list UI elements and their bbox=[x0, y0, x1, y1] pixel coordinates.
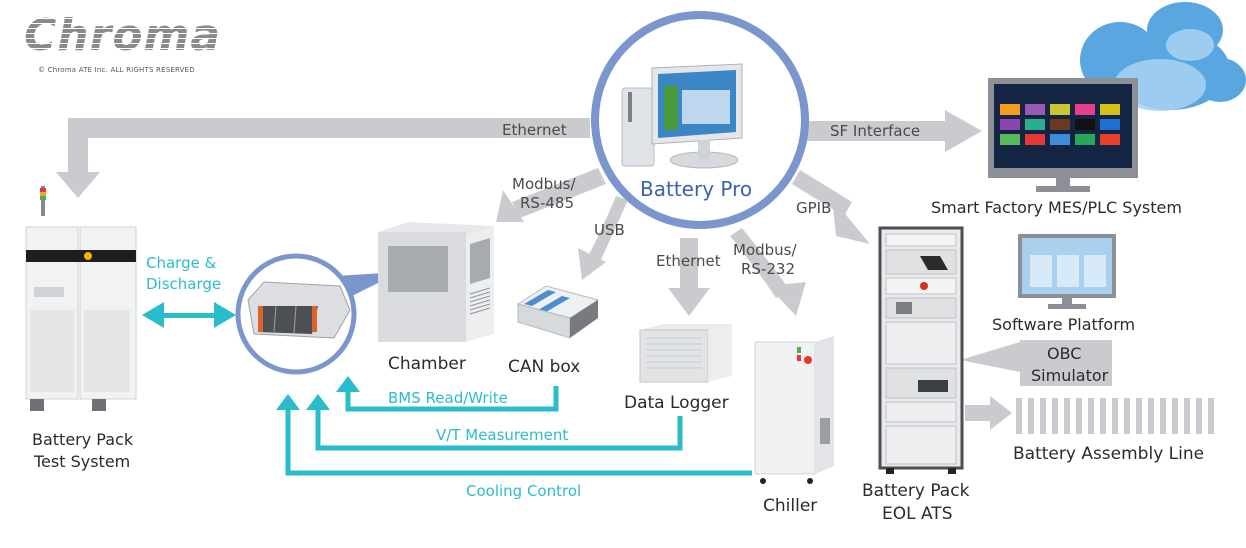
arrow-gpib bbox=[792, 170, 870, 244]
mes-label: Smart Factory MES/PLC System bbox=[931, 198, 1182, 217]
assembly-line-label: Battery Assembly Line bbox=[1013, 444, 1205, 464]
arrow-ethernet-logger bbox=[668, 238, 710, 316]
arrowhead-cooling bbox=[276, 394, 300, 410]
cooling-control-label: Cooling Control bbox=[466, 482, 582, 500]
arrow-charge-discharge bbox=[142, 302, 236, 328]
arrow-usb bbox=[578, 196, 628, 280]
eol-ats-label-2: EOL ATS bbox=[882, 504, 953, 524]
obc-callout-pointer bbox=[960, 342, 1020, 372]
line-cooling-control bbox=[285, 408, 752, 476]
desktop-computer-icon bbox=[621, 63, 743, 169]
arrow-sf-interface bbox=[805, 110, 982, 152]
line-vt-measurement bbox=[315, 408, 683, 451]
test-system-label-1: Battery Pack bbox=[32, 430, 134, 449]
cloud-monitor-icon bbox=[988, 2, 1246, 192]
sf-interface-label: SF Interface bbox=[830, 122, 921, 140]
battery-pack-icon bbox=[247, 281, 351, 339]
charge-label-2: Discharge bbox=[146, 275, 222, 293]
obc-simulator-box bbox=[1020, 340, 1112, 386]
arrow-modbus-485 bbox=[496, 168, 606, 222]
chamber-label: Chamber bbox=[388, 354, 466, 374]
test-cabinet-icon bbox=[25, 186, 137, 411]
arrow-assembly-line bbox=[965, 396, 1012, 430]
arrow-ethernet-test-system bbox=[56, 118, 590, 198]
software-platform-label: Software Platform bbox=[992, 315, 1136, 334]
arrow-modbus-232 bbox=[730, 228, 806, 316]
copyright-text: © Chroma ATE Inc. ALL RIGHTS RESERVED bbox=[38, 66, 195, 74]
battery-pro-label: Battery Pro bbox=[640, 177, 753, 201]
arrowhead-vt bbox=[306, 394, 330, 410]
modbus-485-label-2: RS-485 bbox=[520, 194, 574, 212]
assembly-line-bars bbox=[1016, 398, 1214, 434]
ethernet-top-label: Ethernet bbox=[502, 121, 567, 139]
chamber-icon bbox=[378, 222, 494, 342]
line-bms-read-write bbox=[345, 386, 559, 412]
eol-ats-label-1: Battery Pack bbox=[862, 481, 970, 501]
chiller-label: Chiller bbox=[763, 496, 818, 516]
arrowhead-bms bbox=[336, 376, 360, 392]
modbus-485-label-1: Modbus/ bbox=[512, 175, 576, 193]
can-box-label: CAN box bbox=[508, 357, 581, 377]
test-system-label-2: Test System bbox=[34, 452, 131, 471]
gpib-label: GPIB bbox=[796, 199, 832, 217]
chiller-icon bbox=[754, 336, 834, 484]
usb-label: USB bbox=[594, 221, 625, 239]
data-logger-icon bbox=[639, 324, 732, 383]
obc-label-1: OBC bbox=[1047, 344, 1082, 363]
modbus-232-label-1: Modbus/ bbox=[733, 241, 797, 259]
bms-label: BMS Read/Write bbox=[388, 389, 508, 407]
charge-label-1: Charge & bbox=[146, 254, 217, 272]
vt-measurement-label: V/T Measurement bbox=[436, 426, 569, 444]
chroma-logo: Chroma bbox=[24, 10, 222, 61]
obc-label-2: Simulator bbox=[1031, 366, 1109, 385]
data-logger-label: Data Logger bbox=[624, 393, 729, 413]
eol-rack-icon bbox=[878, 226, 964, 474]
monitor-icon bbox=[1018, 234, 1116, 309]
modbus-232-label-2: RS-232 bbox=[741, 260, 795, 278]
can-box-icon bbox=[516, 285, 600, 339]
ethernet-mid-label: Ethernet bbox=[656, 252, 721, 270]
